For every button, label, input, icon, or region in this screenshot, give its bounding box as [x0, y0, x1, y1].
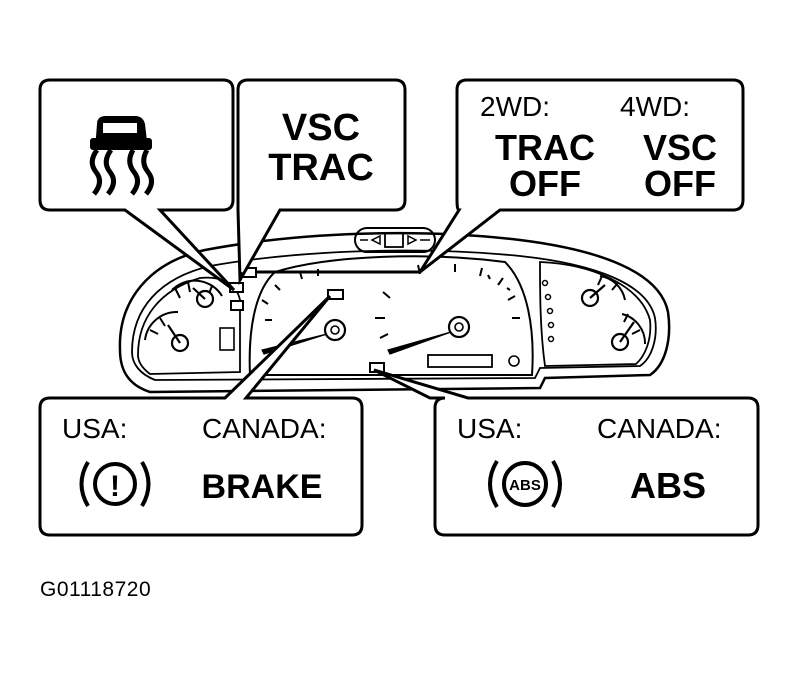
vsc-off-head: 4WD:: [620, 91, 690, 122]
slip-indicator-callout: [38, 78, 236, 292]
trac-vsc-off-callout: 2WD: 4WD: TRAC OFF VSC OFF: [418, 78, 745, 274]
leader-lines: [238, 270, 420, 279]
brake-warning-icon: !: [79, 460, 151, 508]
vsc-off-line2: OFF: [644, 163, 716, 204]
vsc-off-line1: VSC: [643, 127, 717, 168]
trac-off-head: 2WD:: [480, 91, 550, 122]
vsc-trac-line2: TRAC: [268, 147, 374, 189]
right-gauges: [541, 275, 647, 352]
brake-usa-label: USA:: [62, 413, 127, 444]
trac-off-line2: OFF: [509, 163, 581, 204]
instrument-cluster: [118, 227, 671, 394]
abs-usa-label: USA:: [457, 413, 522, 444]
vsc-trac-line1: VSC: [282, 107, 360, 149]
brake-canada-text: BRAKE: [202, 468, 323, 506]
abs-canada-label: CANADA:: [597, 413, 721, 444]
brake-canada-label: CANADA:: [202, 413, 326, 444]
vsc-trac-callout: VSC TRAC: [236, 78, 407, 286]
abs-canada-text: ABS: [630, 465, 706, 506]
figure-code: G01118720: [40, 578, 152, 601]
trac-off-line1: TRAC: [495, 127, 595, 168]
main-gauges: [261, 264, 520, 368]
speedometer-ticks: [375, 264, 520, 339]
skid-car-icon: [89, 116, 154, 196]
brake-usa-symbol: !: [110, 470, 120, 503]
brake-callout: USA: CANADA: ! BRAKE: [38, 294, 364, 537]
abs-callout: USA: CANADA: ABS ABS: [373, 368, 760, 537]
left-gauges: [144, 279, 235, 353]
abs-usa-symbol: ABS: [509, 477, 541, 494]
abs-warning-icon: ABS: [488, 459, 562, 509]
